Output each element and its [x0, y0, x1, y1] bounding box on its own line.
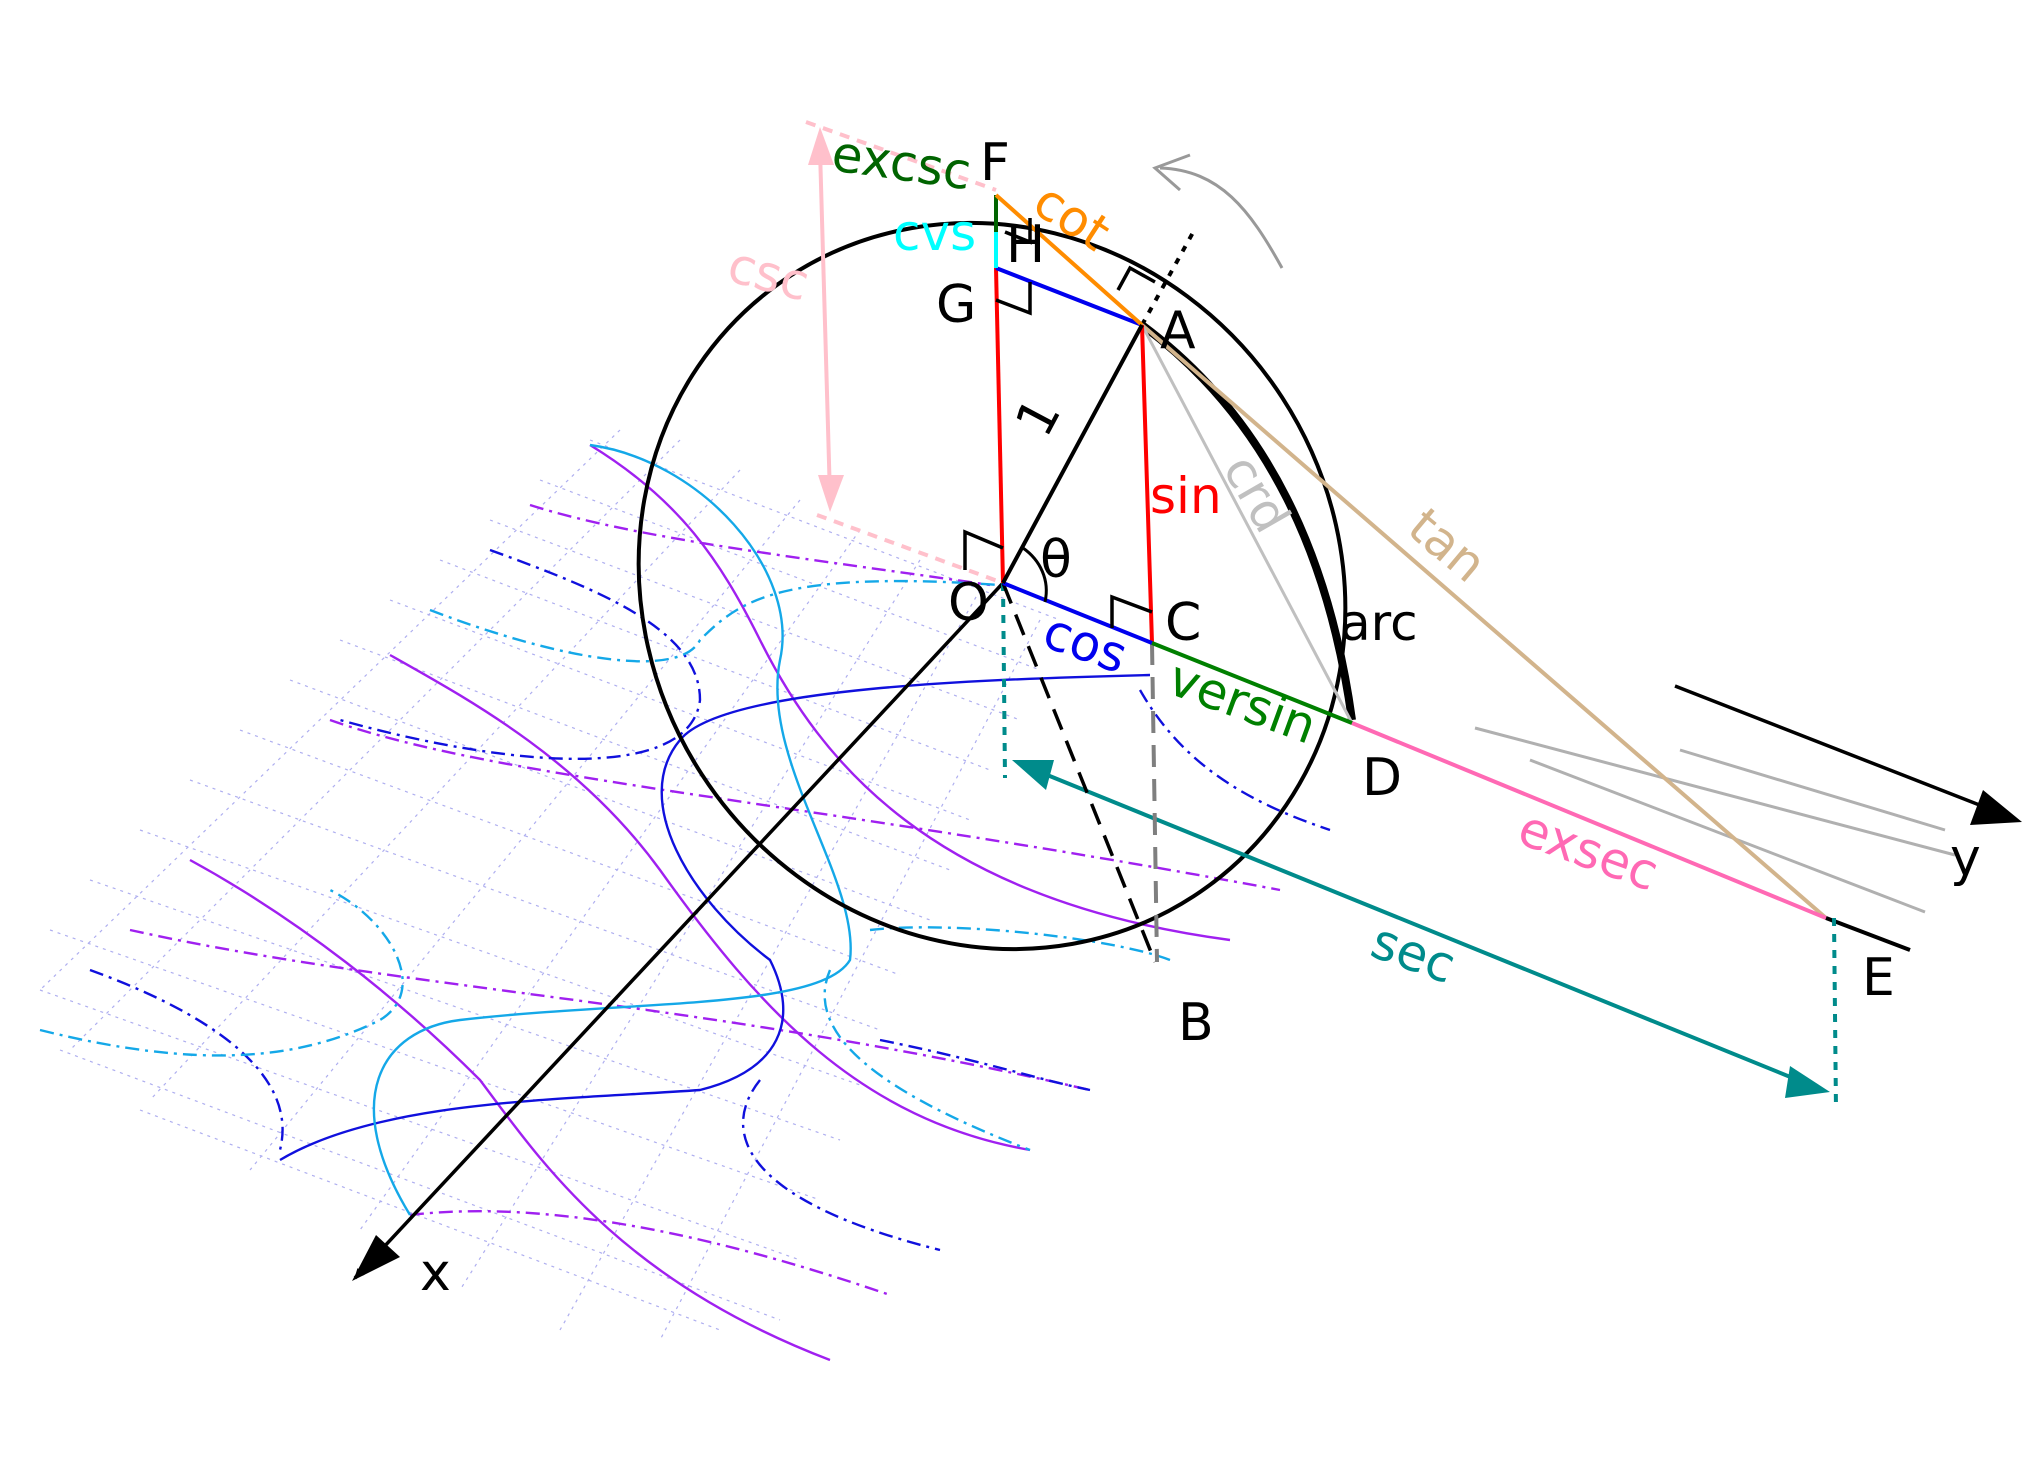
sec-dimension: [1001, 582, 1838, 1111]
label-x: x: [420, 1243, 451, 1303]
rotation-arrow: [1159, 166, 1284, 269]
label-cos: cos: [1036, 602, 1135, 685]
purple-solid-curve-2: [389, 653, 1031, 1152]
cos-line: [1002, 581, 1153, 645]
cyan-dashdot-curve-2: [869, 926, 1171, 962]
cyan-dashdot-curve-3: [823, 969, 1031, 1152]
label-a: A: [1160, 301, 1196, 361]
rotation-arrowhead: [1152, 153, 1191, 192]
label-tan: tan: [1397, 497, 1497, 594]
tan-line: [1140, 323, 1828, 920]
label-o: O: [948, 573, 989, 633]
blue-dashdot-curve-4: [741, 1079, 941, 1252]
label-arc: arc: [1340, 594, 1418, 652]
cyan-dashdot-curve-4: [39, 888, 404, 1057]
blue-dashdot-curve-5: [879, 1038, 1091, 1092]
cyan-dashdot-curve-1: [429, 579, 1001, 663]
label-h: H: [1006, 215, 1045, 275]
blue-dashdot-curve-2: [1138, 689, 1331, 832]
cyan-solid-curve: [372, 443, 852, 1216]
purple-solid-curve-3: [189, 858, 831, 1362]
label-cvs: cvs: [893, 204, 976, 262]
y-axis-arrowhead: [1970, 790, 2022, 825]
label-excsc: excsc: [828, 124, 974, 201]
right-angle-markers: [963, 218, 1156, 628]
blue-solid-curve: [279, 673, 1151, 1162]
radius-to-b: [1001, 582, 1157, 963]
purple-solid-curve-1: [589, 443, 1231, 942]
exsec-line: [1351, 721, 1827, 920]
blue-dashdot-curve-1: [339, 548, 702, 761]
function-curves: [39, 443, 1331, 1362]
y-axis: [1674, 684, 2006, 817]
sin-line-left: [994, 267, 1005, 584]
csc-dimension: [805, 120, 1004, 585]
label-c: C: [1165, 593, 1201, 653]
c-to-b-dashed: [1150, 642, 1159, 963]
blue-dashdot-curve-3: [89, 968, 284, 1151]
label-csc: csc: [722, 236, 815, 313]
label-f: F: [980, 133, 1010, 193]
radius-extension: [1140, 226, 1198, 326]
label-sec: sec: [1364, 912, 1463, 995]
label-versin: versin: [1161, 649, 1324, 756]
purple-dashdot-curve-4: [409, 1210, 891, 1297]
label-exsec: exsec: [1511, 799, 1666, 903]
label-one: 1: [1005, 389, 1074, 446]
sin-line: [1140, 324, 1154, 644]
label-d: D: [1362, 748, 1402, 808]
label-sin: sin: [1150, 467, 1222, 525]
label-b: B: [1178, 993, 1214, 1053]
label-e: E: [1862, 948, 1895, 1008]
label-theta: θ: [1040, 530, 1072, 590]
x-axis: [353, 581, 1005, 1280]
y-axis-guides: [1474, 726, 1956, 914]
purple-dashdot-curve-1: [529, 503, 991, 587]
cot-line: [994, 193, 1144, 327]
label-crd: crd: [1212, 445, 1302, 542]
radius-oa: [1001, 324, 1144, 584]
theta-angle-arc: [1022, 546, 1048, 603]
crd-line: [1140, 324, 1354, 724]
label-g: G: [936, 275, 976, 335]
x-axis-arrowhead: [352, 1235, 400, 1281]
versin-line: [1151, 641, 1353, 725]
purple-dashdot-curve-3: [129, 928, 1091, 1092]
purple-dashdot-curve-2: [329, 718, 1281, 892]
cos-line-top: [995, 266, 1143, 327]
unit-circle: [636, 220, 1348, 952]
label-y: y: [1950, 828, 1981, 888]
background-grid: [39, 429, 1061, 1341]
e-tick: [1825, 916, 1911, 952]
